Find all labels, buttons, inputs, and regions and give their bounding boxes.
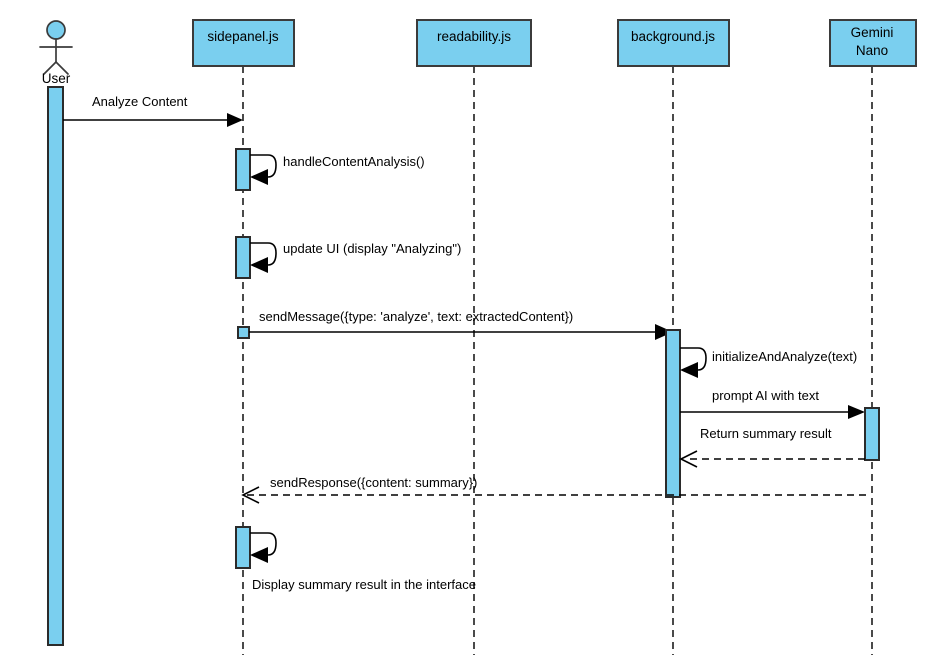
activation-gemini xyxy=(864,407,880,461)
message-initialize-and-analyze: initializeAndAnalyze(text) xyxy=(680,347,857,378)
activation-sidepanel-4 xyxy=(235,526,251,569)
message-display-summary: Display summary result in the interface xyxy=(235,526,476,592)
actor-head-icon xyxy=(46,20,66,40)
message-label-m6: prompt AI with text xyxy=(712,388,819,403)
participant-label-readability: readability.js xyxy=(437,29,511,44)
message-send-message: sendMessage({type: 'analyze', text: extr… xyxy=(237,309,673,340)
participant-label-gemini-line1: Gemini xyxy=(851,25,894,40)
message-handle-content-analysis: handleContentAnalysis() xyxy=(235,148,425,191)
participant-box-sidepanel[interactable] xyxy=(192,19,295,67)
activation-background xyxy=(665,329,681,498)
message-analyze-content: Analyze Content xyxy=(63,94,243,127)
actor-user: User xyxy=(39,20,73,86)
message-send-response: sendResponse({content: summary}) xyxy=(241,475,866,504)
self-loop-m2 xyxy=(250,154,277,178)
self-loop-m3 xyxy=(250,242,277,266)
activation-sidepanel-2 xyxy=(235,236,251,279)
actor-leg-left-icon xyxy=(43,61,57,75)
participant-box-readability[interactable] xyxy=(416,19,532,67)
message-label-m9: Display summary result in the interface xyxy=(252,577,476,592)
arrowhead-m1 xyxy=(227,113,243,127)
message-label-m5: initializeAndAnalyze(text) xyxy=(712,349,857,364)
arrowhead-m7 xyxy=(679,450,698,468)
participant-box-gemini[interactable] xyxy=(829,19,917,67)
participant-box-background[interactable] xyxy=(617,19,730,67)
message-label-m4: sendMessage({type: 'analyze', text: extr… xyxy=(259,309,573,324)
message-return-summary: Return summary result xyxy=(679,426,865,468)
arrowhead-m3 xyxy=(250,257,268,273)
message-prompt-ai: prompt AI with text xyxy=(680,388,865,419)
message-label-m2: handleContentAnalysis() xyxy=(283,154,425,169)
arrowhead-m4 xyxy=(655,324,673,340)
participant-label-background: background.js xyxy=(631,29,715,44)
arrowhead-m2 xyxy=(250,169,268,185)
actor-label: User xyxy=(42,71,71,86)
arrowhead-m9 xyxy=(250,547,268,563)
activation-user xyxy=(47,86,64,646)
activation-sidepanel-1 xyxy=(235,148,251,191)
message-update-ui: update UI (display "Analyzing") xyxy=(235,236,461,279)
self-loop-m9 xyxy=(250,532,277,556)
arrowhead-m8 xyxy=(241,486,260,504)
message-label-m3: update UI (display "Analyzing") xyxy=(283,241,461,256)
actor-leg-right-icon xyxy=(55,61,69,75)
activation-sidepanel-3 xyxy=(237,326,250,339)
self-loop-m5 xyxy=(680,347,707,371)
message-label-m8: sendResponse({content: summary}) xyxy=(270,475,477,490)
message-label-m7: Return summary result xyxy=(700,426,832,441)
message-label-m1: Analyze Content xyxy=(92,94,188,109)
participant-label-gemini-line2: Nano xyxy=(856,43,888,58)
participant-header-sidepanel[interactable]: sidepanel.js xyxy=(192,19,295,67)
participant-header-background[interactable]: background.js xyxy=(617,19,730,67)
participant-label-sidepanel: sidepanel.js xyxy=(207,29,279,44)
arrowhead-m6 xyxy=(848,405,865,419)
participant-header-gemini[interactable]: Gemini Nano xyxy=(829,19,917,67)
arrowhead-m5 xyxy=(680,362,698,378)
participant-header-readability[interactable]: readability.js xyxy=(416,19,532,67)
